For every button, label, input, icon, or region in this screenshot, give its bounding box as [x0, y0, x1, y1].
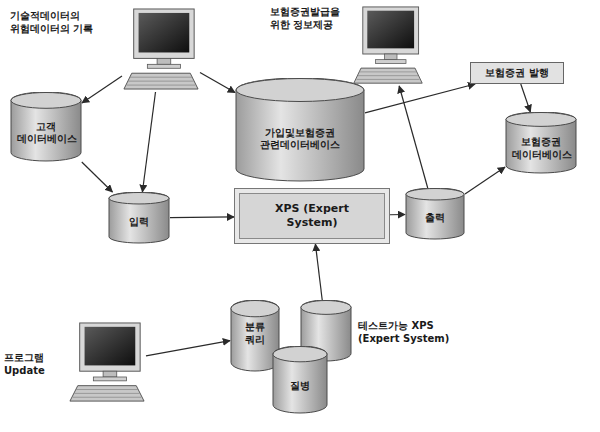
computer-node: 보험증권발급을 위한 정보제공 [352, 6, 424, 86]
database-name: 질병 [290, 380, 310, 393]
database-node: 보험증권 데이터베이스 [505, 112, 577, 174]
database-node: 가입및보험증권 관련데이터베이스 [235, 78, 365, 182]
database-name: 출력 [425, 212, 445, 225]
flow-arrow [521, 84, 531, 112]
computer-node: 기술적데이터의 위험데이터의 기록 [122, 8, 200, 92]
database-name: 보험증권 데이터베이스 [512, 136, 570, 161]
computer-label: 프로그램 Update [4, 352, 64, 377]
expert-system-box: XPS (Expert System) [234, 188, 390, 244]
computer-icon [122, 8, 200, 92]
computer-node: 프로그램 Update [68, 322, 146, 404]
box-label: 보험증권 발행 [485, 67, 548, 80]
computer-icon [352, 6, 424, 86]
flow-arrow [170, 216, 234, 218]
database-node: 입력 [108, 192, 170, 244]
flow-arrow [142, 92, 155, 192]
database-label: 테스트가능 XPS (Expert System) [358, 320, 458, 345]
flow-arrow [315, 244, 322, 300]
flow-arrow [365, 84, 475, 113]
flow-arrow [390, 214, 405, 215]
database-name: 고객 데이터베이스 [17, 121, 75, 146]
database-name: 가입및보험증권 관련데이터베이스 [242, 127, 358, 152]
database-name: 입력 [129, 216, 149, 229]
database-node: 출력 [405, 188, 465, 240]
flow-arrow [465, 167, 505, 194]
database-name: 분류 쿼리 [237, 321, 273, 346]
process-box: 보험증권 발행 [470, 62, 564, 84]
computer-icon [68, 322, 146, 404]
flow-arrow [399, 86, 428, 188]
flow-arrow [200, 72, 235, 92]
expert-system-label: XPS (Expert System) [264, 202, 360, 230]
computer-label: 보험증권발급을 위한 정보제공 [270, 6, 350, 31]
database-node: 질병 [272, 346, 328, 414]
flow-arrow [82, 162, 113, 192]
flow-arrow [82, 76, 122, 103]
database-node: 고객 데이터베이스 [10, 92, 82, 162]
flow-arrow [146, 341, 230, 356]
computer-label: 기술적데이터의 위험데이터의 기록 [10, 10, 118, 35]
